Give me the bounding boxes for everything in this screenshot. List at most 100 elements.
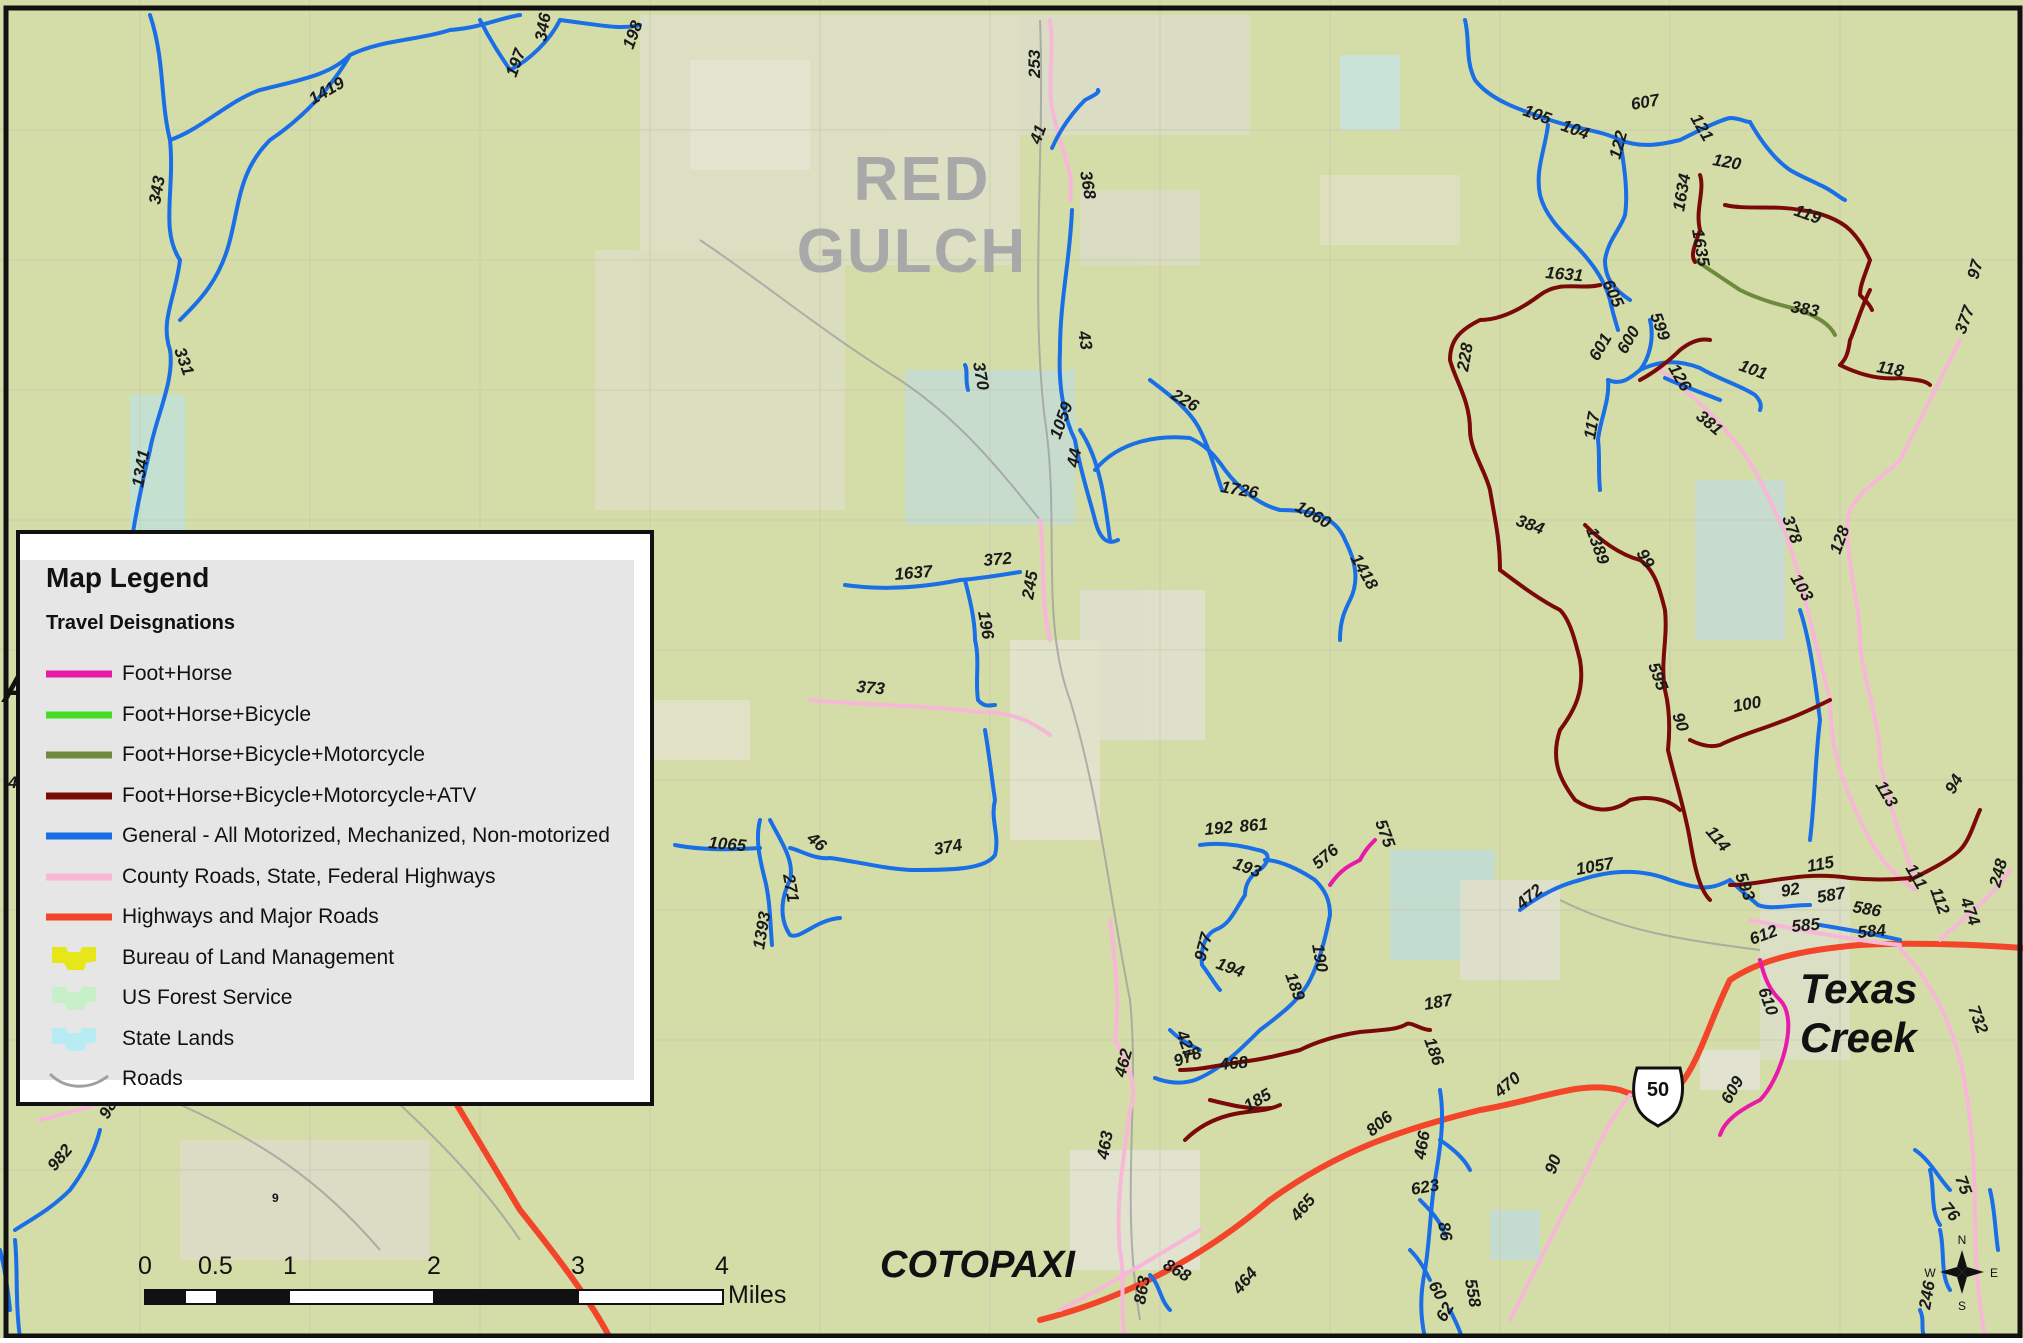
motorcycle-trails [1693,258,1837,337]
trail-label: 1065 [708,833,748,855]
trail-label: 607 [1629,90,1662,114]
legend-swatch [46,781,112,811]
legend-item-highways: Highways and Major Roads [46,897,379,937]
creek-label: Creek [1800,1014,1919,1061]
legend-item-state-lands: State Lands [46,1019,234,1059]
legend-item-county-roads: County Roads, State, Federal Highways [46,857,496,897]
legend-swatch [46,1024,112,1054]
legend-subtitle: Travel Deisgnations [46,612,235,634]
trail-label: 192 [1204,818,1234,839]
trail-label: 343 [145,174,169,206]
trail-label: 44 [1063,446,1085,469]
legend-swatch [46,740,112,770]
legend-swatch [46,943,112,973]
legend-item-forest-service: US Forest Service [46,978,292,1018]
legend-item-label: Foot+Horse+Bicycle+Motorcycle [122,743,425,766]
trail-label: 468 [1218,1053,1249,1075]
legend-item-label: Foot+Horse+Bicycle [122,702,312,726]
legend-swatch [46,902,112,932]
trail-label: 100 [1731,692,1763,716]
compass-rose: N S E W [1924,1233,1998,1313]
trail-label: 43 [1074,328,1096,351]
compass-west: W [1924,1266,1936,1280]
scale-tick-3: 3 [571,1252,585,1280]
scale-tick-0: 0 [138,1252,152,1280]
trail-label: 246 [1915,1279,1939,1312]
trail-label: 271 [779,871,803,903]
foot-horse-trails [1328,838,1791,1137]
legend-swatch [46,1064,112,1094]
compass-south: S [1958,1299,1966,1313]
trail-label: 585 [1791,915,1821,936]
trail-label: 463 [1093,1129,1117,1162]
legend-item-label: US Forest Service [122,986,293,1009]
legend-panel [20,560,634,1080]
legend-item-general-trails: General - All Motorized, Mechanized, Non… [46,816,610,856]
trail-label: 115 [1805,852,1836,876]
trail-label: 623 [1409,1175,1441,1199]
trail-label: 190 [1308,942,1332,974]
legend-title: Map Legend [46,562,210,593]
legend-item-roads: Roads [46,1059,183,1099]
legend-swatch [46,659,112,689]
legend-item-foot-horse-bicycle-motorcycle: Foot+Horse+Bicycle+Motorcycle [46,735,425,775]
trail-label: 9 [272,1191,279,1205]
trail-label: 92 [1779,879,1801,901]
legend-item-label: Roads [122,1067,183,1090]
trail-label: 374 [932,835,964,859]
compass-east: E [1990,1266,1998,1280]
scale-tick-half: 0.5 [198,1252,233,1280]
legend-item-label: General - All Motorized, Mechanized, Non… [122,824,610,847]
trail-label: 1631 [1545,263,1584,285]
texas-label: Texas [1800,965,1918,1012]
trail-label: 1637 [894,562,935,584]
trail-label: 253 [1025,49,1044,79]
trail-label: 861 [1239,815,1269,836]
trail-label: 370 [969,360,993,392]
legend-item-label: State Lands [122,1026,235,1050]
trail-label: 196 [974,609,998,641]
trail-label: 466 [1410,1129,1434,1162]
legend-item-label: Foot+Horse [122,662,233,685]
trail-label: 373 [856,677,886,698]
trail-label: 346 [531,11,555,43]
legend-item-foot-horse-bicycle: Foot+Horse+Bicycle [46,695,311,735]
map-legend: Map Legend Travel Deisgnations Foot+Hors… [16,530,654,1106]
scale-tick-1: 1 [283,1252,297,1280]
legend-item-blm: Bureau of Land Management [46,938,394,978]
legend-swatch [46,862,112,892]
trail-label: 863 [1130,1274,1154,1306]
trail-label: 584 [1857,921,1887,942]
trail-label: 587 [1815,883,1848,907]
legend-swatch [46,983,112,1013]
trail-label: 372 [983,549,1013,570]
legend-item-label: County Roads, State, Federal Highways [122,864,496,888]
legend-swatch [46,700,112,730]
legend-item-label: Bureau of Land Management [122,945,395,969]
trail-label: 368 [1076,169,1100,201]
scale-tick-2: 2 [427,1252,441,1280]
trail-label: 120 [1711,150,1743,174]
trail-label: 187 [1422,990,1455,1014]
red-label: RED [854,145,991,214]
trail-label: 586 [1851,897,1883,921]
trail-label: 558 [1461,1277,1485,1309]
scale-tick-4: 4 [715,1252,729,1280]
cotopaxi-label: COTOPAXI [880,1244,1076,1286]
scale-bar [144,1289,724,1305]
map-border [3,5,2023,1339]
shield-number: 50 [1647,1079,1669,1101]
legend-swatch [46,821,112,851]
legend-item-label: Foot+Horse+Bicycle+Motorcycle+ATV [122,783,477,807]
trail-label: 117 [1580,409,1604,441]
us-50-shield: 50 [1632,1066,1685,1128]
trail-label: 245 [1018,569,1042,602]
trail-label: 383 [1789,297,1821,321]
gulch-label: GULCH [797,217,1027,286]
scale-unit: Miles [728,1281,787,1309]
legend-item-atv: Foot+Horse+Bicycle+Motorcycle+ATV [46,776,476,816]
trail-label: 86 [1434,1220,1456,1242]
trail-label: 228 [1453,341,1477,374]
